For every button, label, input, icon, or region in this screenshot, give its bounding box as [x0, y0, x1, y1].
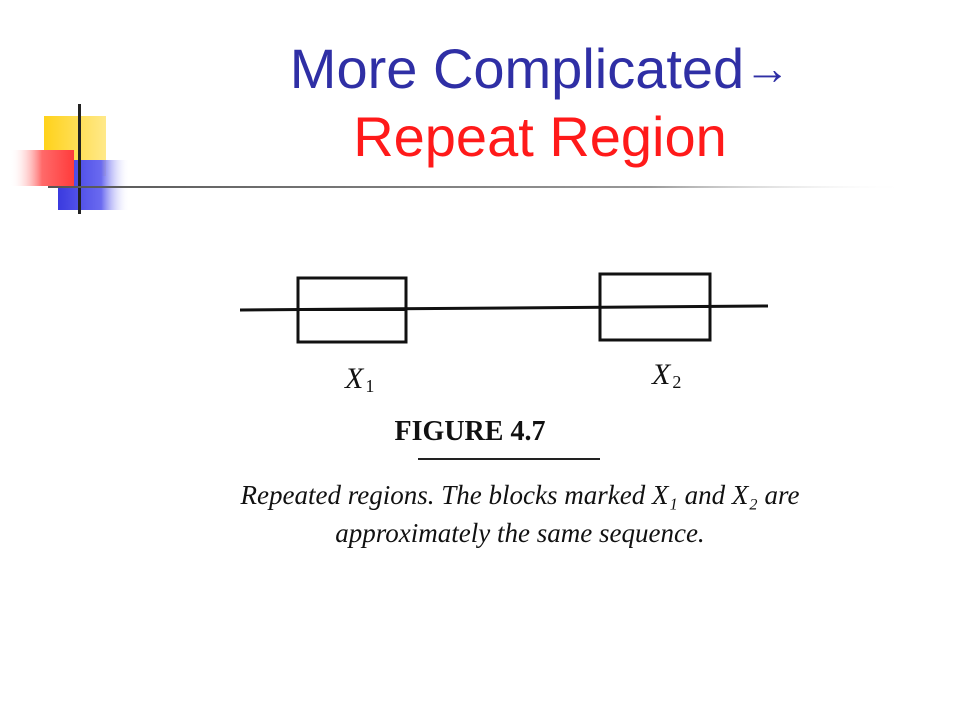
- figure-label: FIGURE 4.7: [394, 416, 546, 447]
- title-line-2: Repeat Region: [353, 105, 727, 168]
- arrow-icon: →: [744, 42, 791, 94]
- caption-line-1: Repeated regions. The blocks marked X₁ a…: [240, 480, 800, 510]
- title-line-1: More Complicated: [289, 37, 745, 100]
- block-x2: [598, 272, 712, 342]
- decorative-corner-graphic: [10, 104, 908, 214]
- figure-caption: Repeated regions. The blocks marked X₁ a…: [140, 476, 900, 552]
- deco-horizontal-rule: [48, 186, 908, 188]
- block-x1: [296, 276, 408, 344]
- slide-title: More Complicated→ Repeat Region: [200, 34, 880, 171]
- figure-label-underline: [418, 458, 600, 460]
- caption-line-2: approximately the same sequence.: [335, 518, 705, 548]
- deco-vertical-rule: [78, 104, 81, 214]
- deco-red-square: [10, 150, 74, 186]
